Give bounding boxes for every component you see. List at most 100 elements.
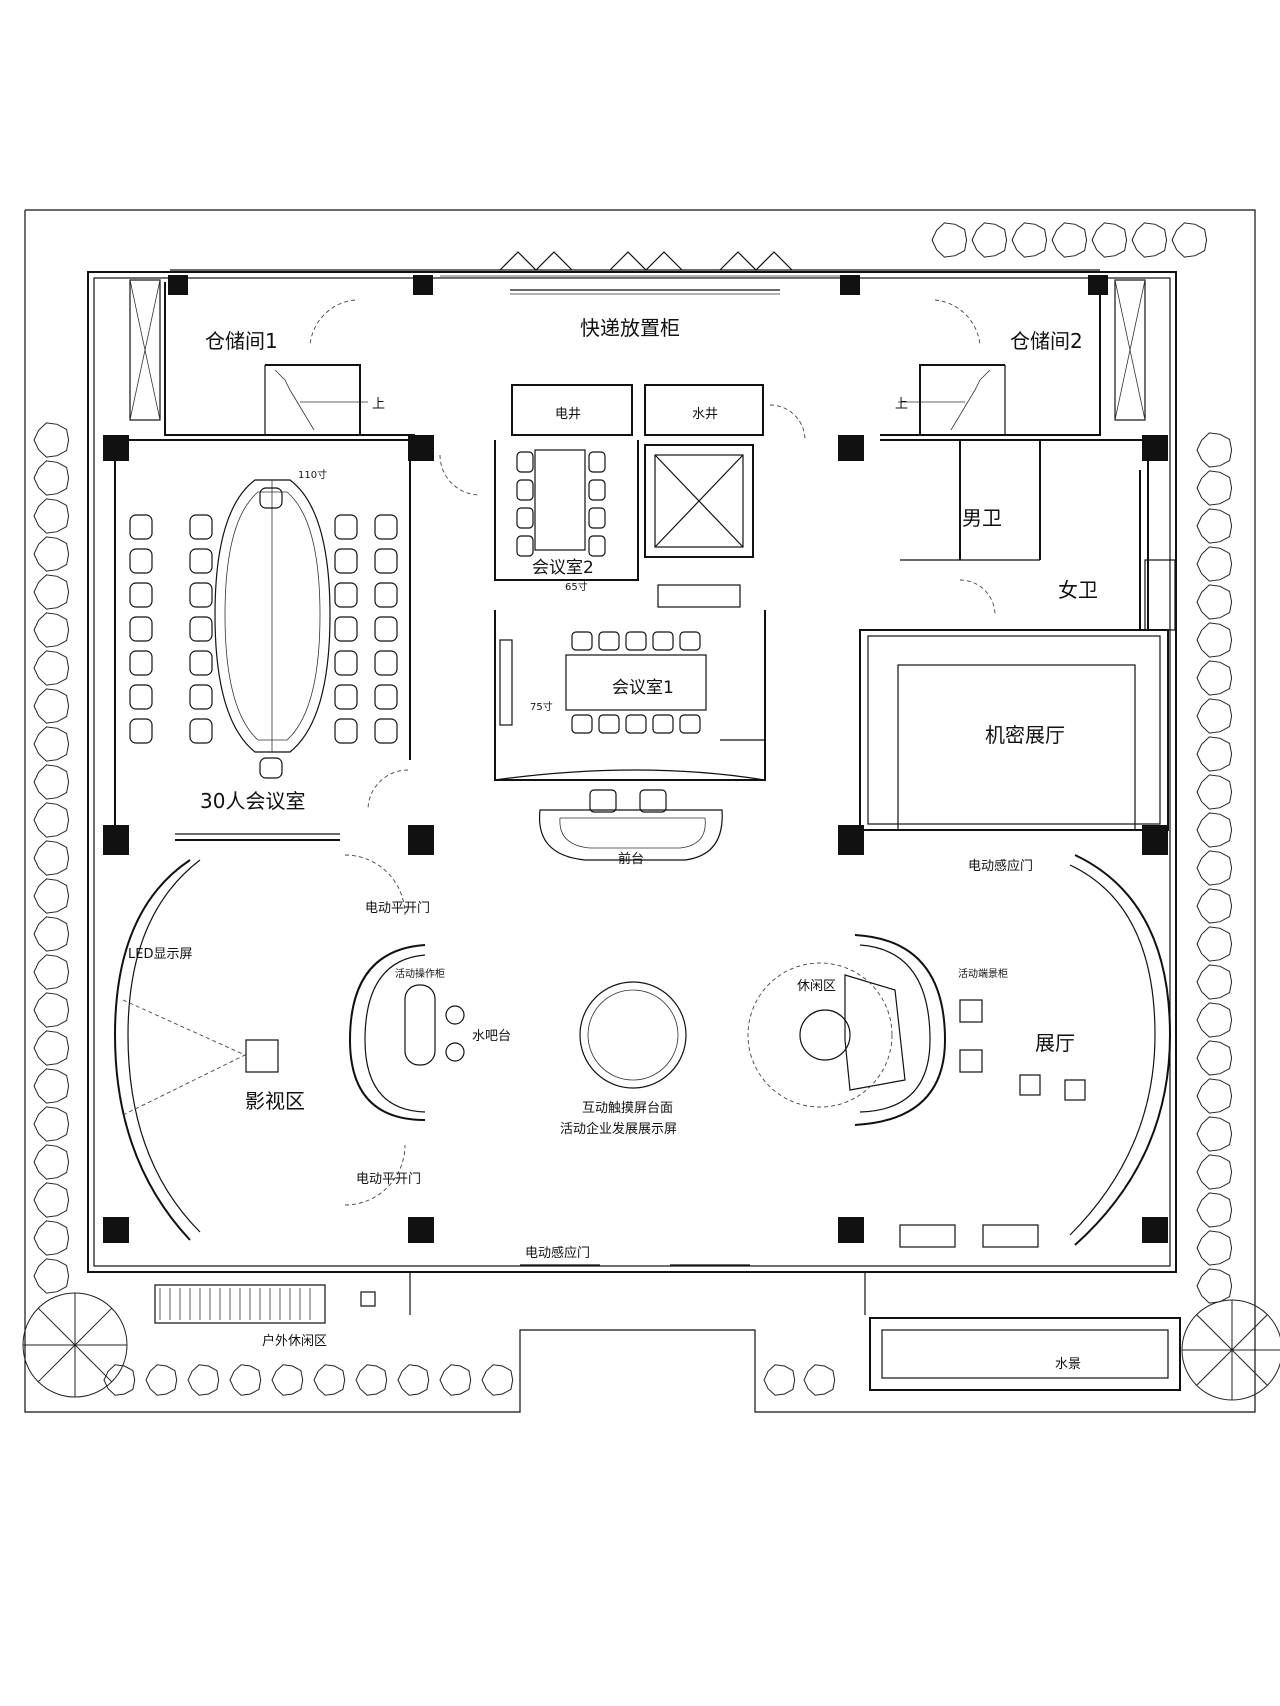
tree-branch bbox=[37, 1344, 76, 1383]
chair bbox=[374, 616, 398, 642]
chair bbox=[129, 718, 153, 744]
shrub bbox=[103, 1364, 136, 1396]
chair bbox=[516, 535, 534, 557]
shrub bbox=[1196, 1230, 1233, 1266]
shrub bbox=[1196, 964, 1233, 1000]
shrub bbox=[33, 840, 70, 876]
chair bbox=[189, 548, 213, 574]
chair bbox=[189, 650, 213, 676]
chair bbox=[129, 548, 153, 574]
chair bbox=[259, 757, 283, 779]
stairs bbox=[274, 369, 991, 431]
shrub bbox=[1196, 812, 1233, 848]
chair bbox=[259, 487, 283, 509]
tree-branch bbox=[74, 1307, 113, 1346]
chair bbox=[598, 714, 620, 734]
label-auto-door-top: 电动感应门 bbox=[968, 858, 1033, 874]
shrub bbox=[33, 498, 70, 534]
shrub bbox=[33, 422, 70, 458]
exhibition-curve bbox=[899, 854, 1172, 1248]
label-parcel-locker: 快递放置柜 bbox=[580, 316, 680, 340]
label-swing-door-top: 电动平开门 bbox=[365, 901, 430, 916]
shrub bbox=[1196, 1040, 1233, 1076]
shrub bbox=[33, 726, 70, 762]
chair bbox=[189, 582, 213, 608]
shrub bbox=[1091, 222, 1128, 258]
shrub bbox=[33, 1182, 70, 1218]
shrub bbox=[1196, 432, 1233, 468]
shrub bbox=[1196, 1154, 1233, 1190]
chair bbox=[625, 631, 647, 651]
columns bbox=[103, 275, 1168, 1243]
chair bbox=[374, 650, 398, 676]
door-swings bbox=[309, 299, 996, 1206]
label-cabinet-right: 活动端景柜 bbox=[958, 967, 1008, 980]
shrub bbox=[397, 1364, 430, 1396]
label-meeting1: 会议室1 bbox=[612, 678, 674, 698]
chair bbox=[374, 514, 398, 540]
label-outdoor: 户外休闲区 bbox=[262, 1333, 327, 1349]
label-touch-table: 互动触摸屏台面 bbox=[582, 1101, 673, 1116]
chair bbox=[334, 582, 358, 608]
shrub bbox=[33, 612, 70, 648]
chair bbox=[189, 616, 213, 642]
bottom-structure bbox=[154, 1264, 1181, 1391]
shrub bbox=[1196, 1192, 1233, 1228]
shrub bbox=[33, 802, 70, 838]
shrub bbox=[1196, 584, 1233, 620]
shrub bbox=[763, 1364, 796, 1396]
chair bbox=[652, 631, 674, 651]
shrub bbox=[33, 650, 70, 686]
chair bbox=[129, 650, 153, 676]
shrub bbox=[803, 1364, 836, 1396]
shrub bbox=[1011, 222, 1048, 258]
meeting2-furniture bbox=[516, 449, 606, 557]
shrub bbox=[1171, 222, 1208, 258]
label-dev-screen: 活动企业发展展示屏 bbox=[560, 1121, 677, 1137]
shrub bbox=[1196, 1078, 1233, 1114]
label-cinema: 影视区 bbox=[245, 1089, 305, 1113]
shrub bbox=[145, 1364, 178, 1396]
label-men-wc: 男卫 bbox=[962, 506, 1002, 530]
chair bbox=[516, 507, 534, 529]
shrub bbox=[33, 688, 70, 724]
shrub bbox=[33, 1144, 70, 1180]
shrub bbox=[271, 1364, 304, 1396]
chair bbox=[334, 718, 358, 744]
shrub bbox=[1196, 1268, 1233, 1304]
shrub bbox=[33, 1030, 70, 1066]
tree-branch bbox=[1196, 1314, 1233, 1351]
chair bbox=[129, 582, 153, 608]
site-boundary bbox=[24, 209, 1256, 1413]
chair bbox=[625, 714, 647, 734]
shrub bbox=[1196, 850, 1233, 886]
chair bbox=[516, 479, 534, 501]
label-up-1: 上 bbox=[372, 397, 385, 412]
chair bbox=[588, 479, 606, 501]
chair bbox=[334, 616, 358, 642]
chair bbox=[334, 684, 358, 710]
room-labels: 仓储间1 仓储间2 快递放置柜 电井 水井 上 上 110寸 会议室2 65寸 … bbox=[128, 316, 1098, 1372]
shrub bbox=[187, 1364, 220, 1396]
chair bbox=[189, 514, 213, 540]
shrub bbox=[1196, 774, 1233, 810]
chair bbox=[374, 684, 398, 710]
shrub bbox=[1196, 660, 1233, 696]
shrub bbox=[1196, 1002, 1233, 1038]
meeting1-furniture bbox=[499, 631, 707, 734]
shrub bbox=[33, 992, 70, 1028]
label-storage1: 仓储间1 bbox=[205, 329, 278, 353]
chair bbox=[374, 718, 398, 744]
label-reception: 前台 bbox=[618, 851, 644, 867]
label-auto-door-bottom: 电动感应门 bbox=[525, 1245, 590, 1261]
shrub bbox=[1196, 1116, 1233, 1152]
chair bbox=[374, 548, 398, 574]
shrub bbox=[931, 222, 968, 258]
chair bbox=[598, 631, 620, 651]
conference-table bbox=[129, 479, 398, 779]
shrub bbox=[971, 222, 1008, 258]
shrub bbox=[1131, 222, 1168, 258]
shrub bbox=[1196, 470, 1233, 506]
shrub bbox=[33, 536, 70, 572]
label-secret-hall: 机密展厅 bbox=[985, 723, 1065, 747]
